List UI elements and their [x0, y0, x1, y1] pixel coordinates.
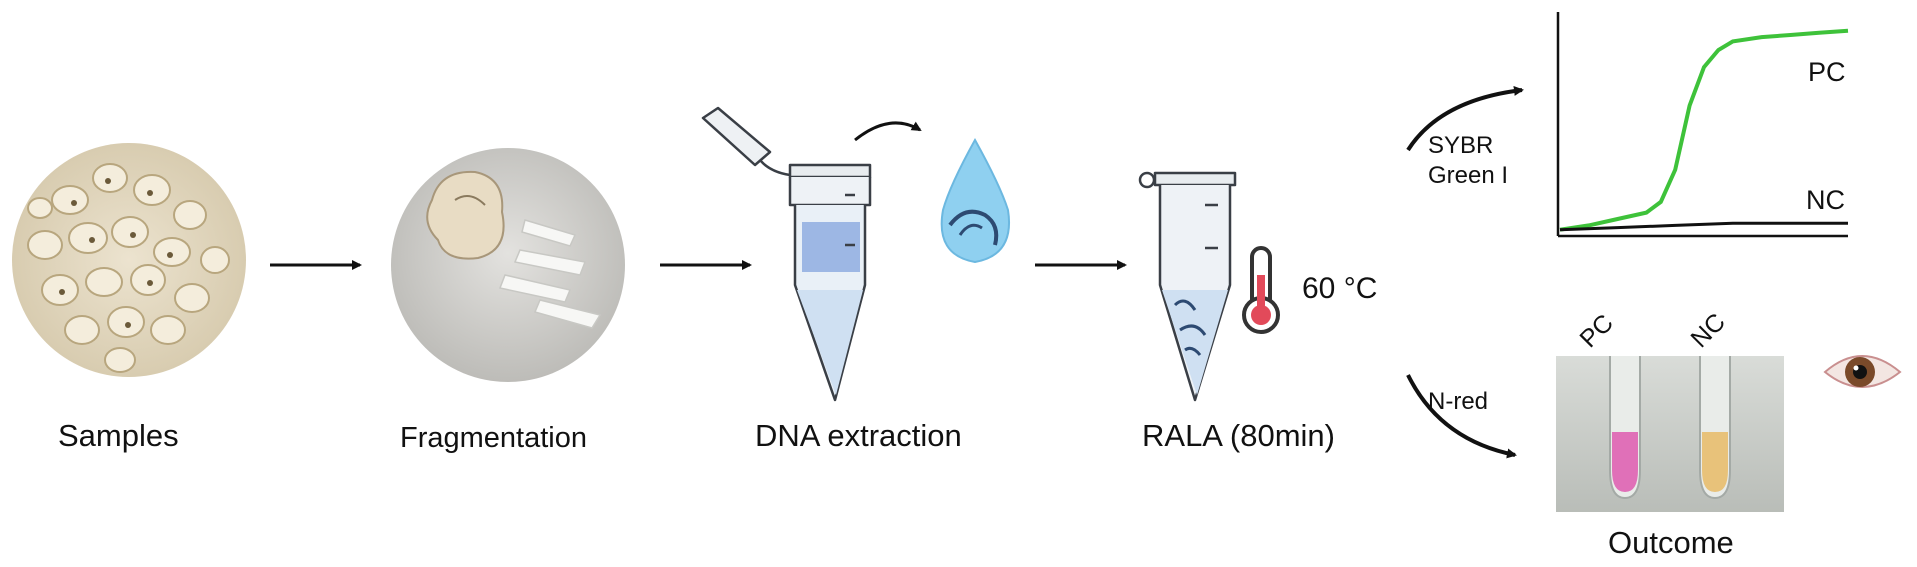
eye-icon: [1825, 356, 1900, 387]
tube-photo: [1556, 356, 1784, 512]
curved-arrow-small: [855, 123, 920, 140]
label-nred: N-red: [1428, 388, 1488, 416]
amplification-chart: [1558, 12, 1848, 236]
label-temperature: 60 °C: [1302, 272, 1377, 306]
chart-series-nc: [1560, 223, 1848, 229]
label-sybr-1: SYBR: [1428, 132, 1493, 160]
seed-photo: [12, 143, 246, 377]
label-outcome: Outcome: [1608, 525, 1734, 561]
chart-series-pc: [1560, 31, 1848, 230]
thermometer-icon: [1244, 248, 1278, 332]
label-fragmentation: Fragmentation: [400, 422, 587, 455]
chart-label-nc: NC: [1806, 185, 1845, 216]
label-sybr-2: Green I: [1428, 162, 1508, 190]
dna-droplet-icon: [942, 140, 1009, 262]
label-samples: Samples: [58, 418, 179, 454]
fragment-photo: [391, 148, 625, 382]
chart-label-pc: PC: [1808, 57, 1846, 88]
label-dna-extraction: DNA extraction: [755, 418, 962, 454]
label-rala: RALA (80min): [1142, 418, 1335, 454]
tube-extraction-icon: [703, 108, 870, 400]
tube-rala-icon: [1140, 173, 1235, 400]
